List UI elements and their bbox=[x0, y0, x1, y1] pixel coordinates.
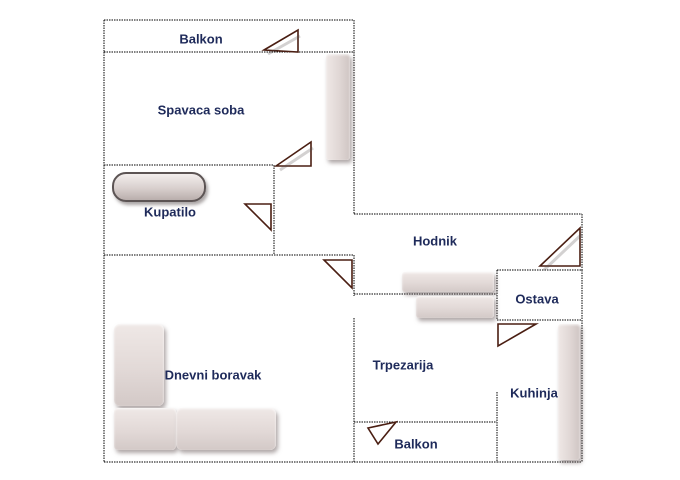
door-bathroom-icon bbox=[243, 203, 272, 232]
room-label-balkon-top: Balkon bbox=[179, 31, 223, 47]
room-label-dnevni-boravak: Dnevni boravak bbox=[164, 367, 262, 383]
door-hallway-icon bbox=[537, 226, 581, 267]
door-kitchen-icon bbox=[497, 323, 539, 348]
wardrobe bbox=[326, 54, 350, 160]
wall-storage bbox=[496, 269, 582, 321]
door-living-icon bbox=[322, 259, 353, 290]
kitchen-counter bbox=[558, 324, 580, 460]
room-label-kuhinja: Kuhinja bbox=[510, 385, 558, 401]
door-balkon-bottom-icon bbox=[366, 420, 399, 446]
wall-hallway bbox=[353, 213, 583, 296]
room-label-hodnik: Hodnik bbox=[412, 233, 458, 249]
bathtub bbox=[112, 172, 206, 202]
sofa-horizontal bbox=[176, 408, 276, 450]
hallway-bench bbox=[416, 296, 494, 318]
room-label-kupatilo: Kupatilo bbox=[144, 204, 196, 220]
sofa-corner bbox=[114, 408, 176, 450]
wall-bedroom bbox=[103, 51, 355, 214]
wall-balkon-top bbox=[103, 19, 355, 52]
hallway-cabinet bbox=[402, 272, 494, 292]
door-balkon-top-icon bbox=[261, 28, 299, 53]
wall-bathroom bbox=[103, 165, 354, 256]
room-label-balkon-bottom: Balkon bbox=[394, 436, 438, 452]
room-label-trpezarija: Trpezarija bbox=[372, 357, 434, 373]
door-bedroom-icon bbox=[273, 140, 312, 167]
room-label-spavaca-soba: Spavaca soba bbox=[157, 102, 245, 118]
room-label-ostava: Ostava bbox=[515, 291, 559, 307]
wall-kitchen bbox=[496, 270, 583, 463]
sofa-vertical bbox=[114, 324, 164, 406]
wall-balkon-bottom bbox=[354, 421, 497, 463]
wall-living bbox=[103, 255, 355, 463]
